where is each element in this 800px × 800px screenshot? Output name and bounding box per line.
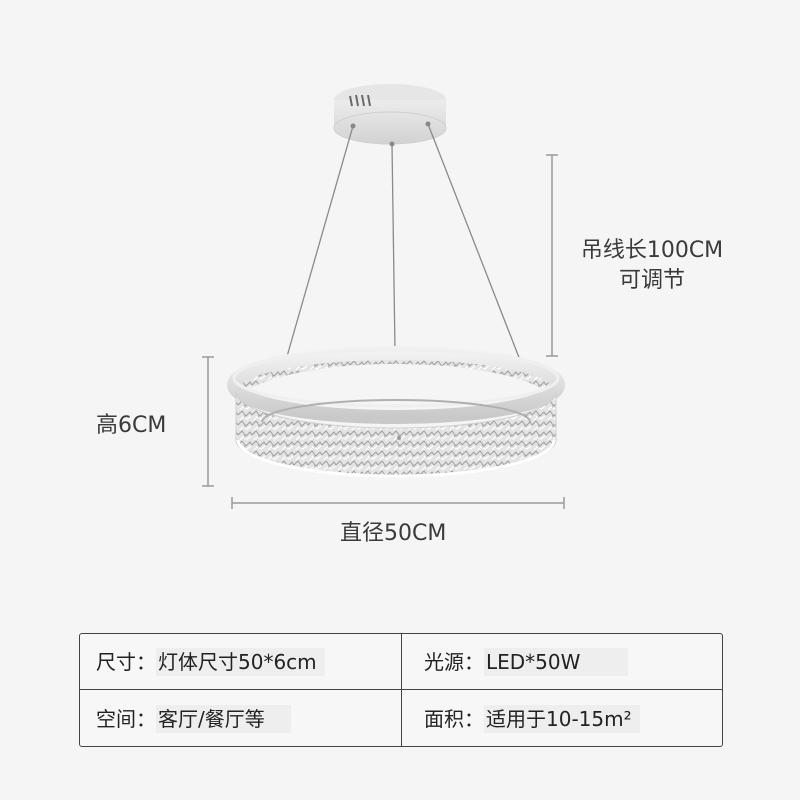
height-label: 高6CM xyxy=(96,413,167,438)
pendant-lamp-illustration xyxy=(202,84,565,509)
spec-area-label: 面积： xyxy=(424,707,484,731)
spec-table: 尺寸： 灯体尺寸50*6cm 光源： LED*50W 空间： 客厅/餐厅等 面积… xyxy=(79,633,723,747)
spec-space-value: 客厅/餐厅等 xyxy=(156,705,291,733)
spec-column-divider xyxy=(401,634,402,746)
spec-light-source: 光源： LED*50W xyxy=(424,648,629,676)
spec-light-source-label: 光源： xyxy=(424,650,484,674)
diameter-dimension-line xyxy=(231,497,565,509)
spec-size: 尺寸： 灯体尺寸50*6cm xyxy=(96,648,325,676)
spec-light-source-value: LED*50W xyxy=(484,648,629,676)
spec-size-value: 灯体尺寸50*6cm xyxy=(156,648,325,676)
spec-size-label: 尺寸： xyxy=(96,650,156,674)
cable-adjustable-text: 可调节 xyxy=(618,268,685,293)
cable-length-dimension-line xyxy=(546,154,558,357)
spec-area-value: 适用于10-15m² xyxy=(484,705,640,733)
diameter-label: 直径50CM xyxy=(340,521,447,546)
ceiling-canopy xyxy=(333,84,447,147)
spec-space-label: 空间： xyxy=(96,707,156,731)
suspension-cables xyxy=(285,123,521,361)
spec-space: 空间： 客厅/餐厅等 xyxy=(96,705,291,733)
cable-length-label: 吊线长100CM 可调节 xyxy=(566,236,738,296)
height-dimension-line xyxy=(202,356,214,487)
canopy-vent-icon xyxy=(349,94,371,107)
cable-length-text: 吊线长100CM xyxy=(580,238,724,263)
spec-area: 面积： 适用于10-15m² xyxy=(424,705,640,733)
lamp-ring xyxy=(227,346,565,478)
